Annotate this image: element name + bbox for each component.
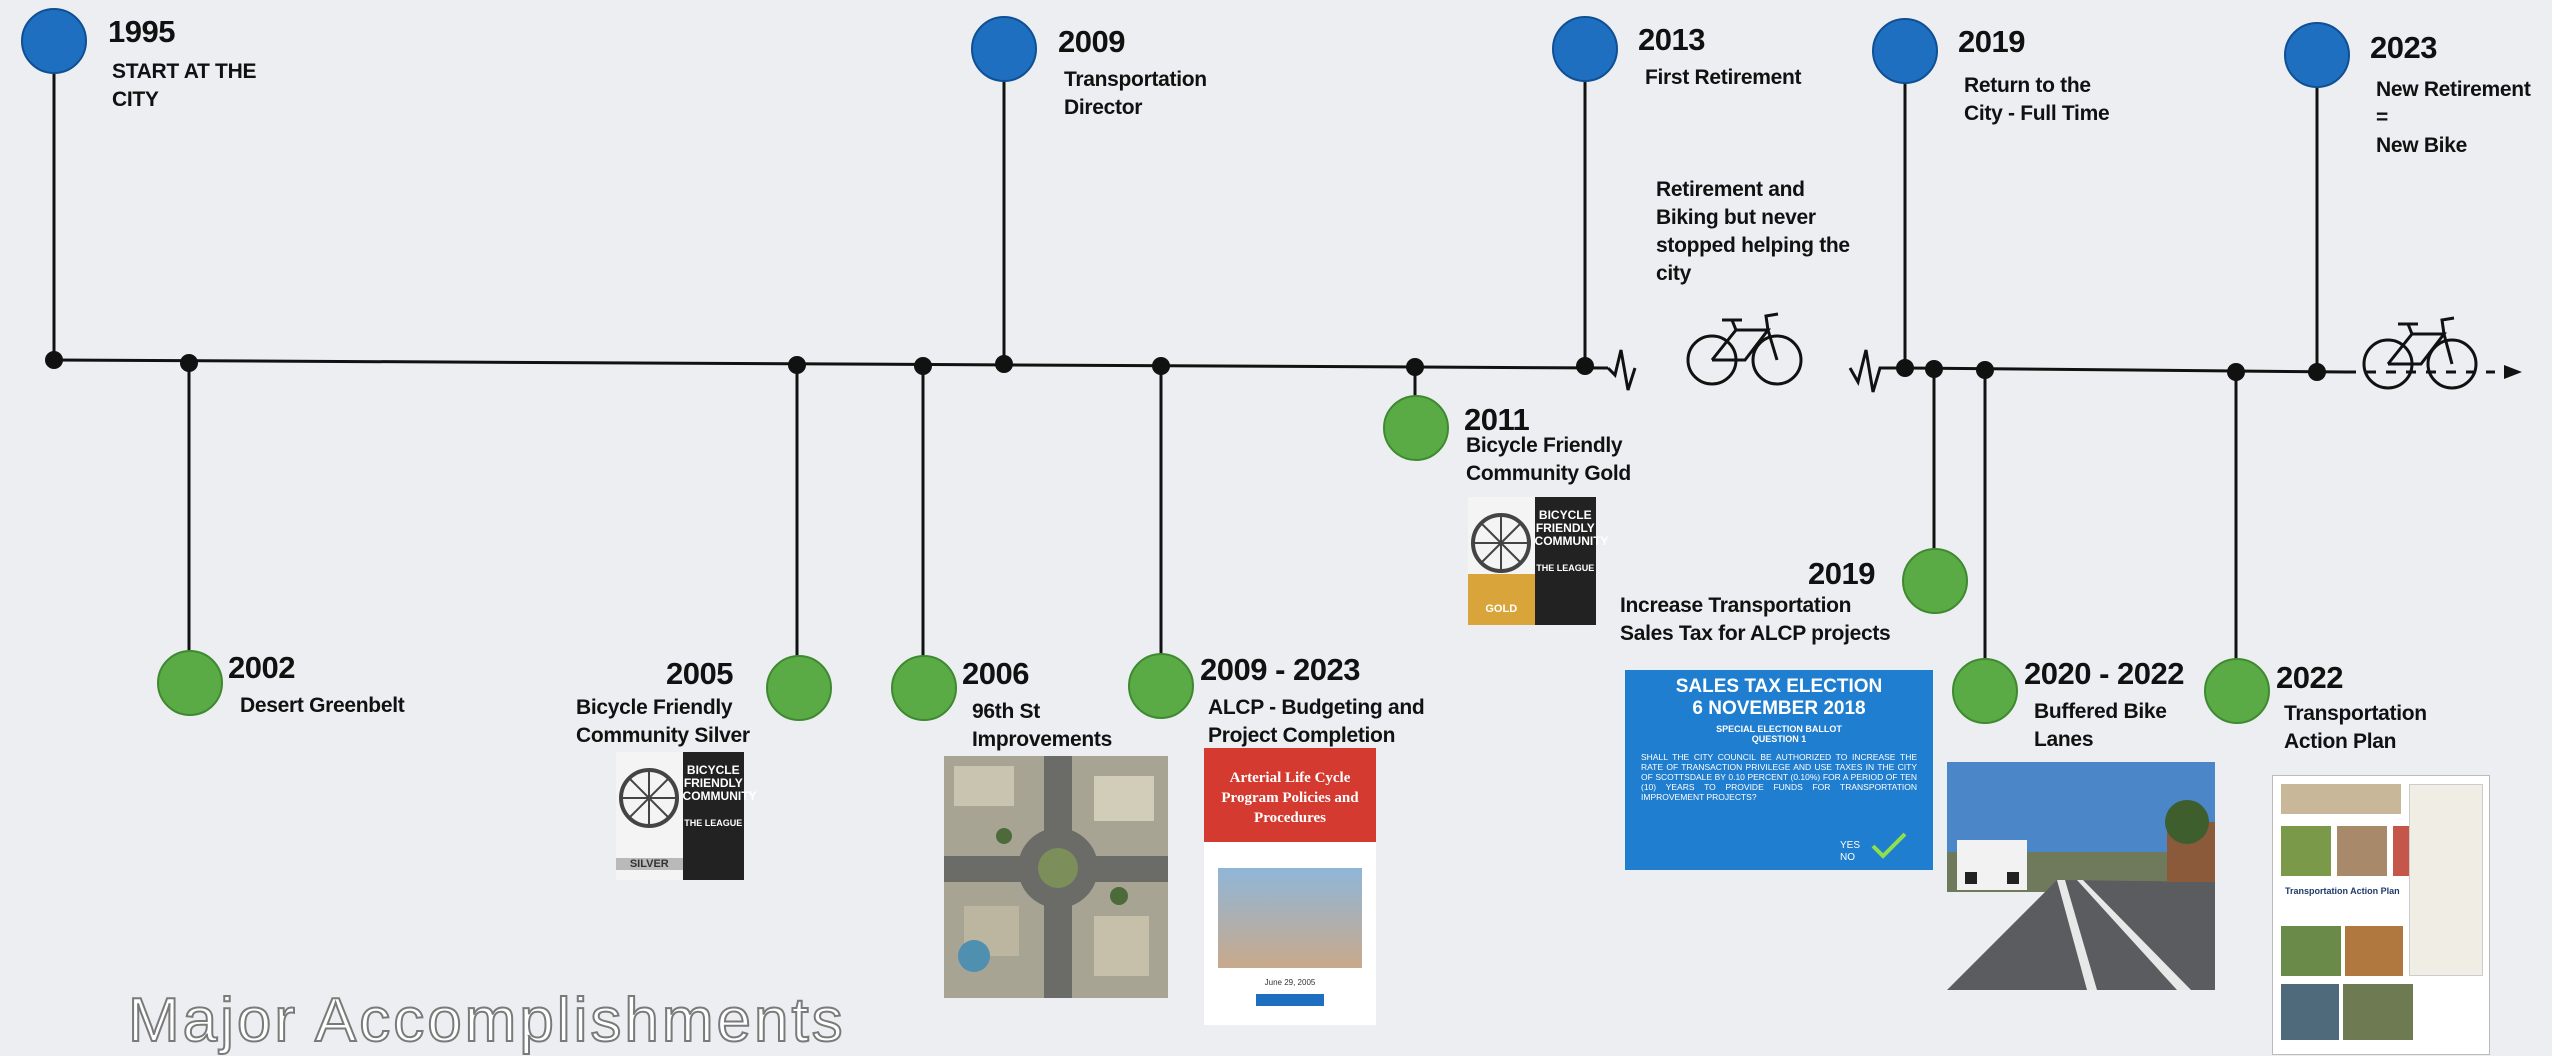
mag-logo: [1256, 994, 1324, 1006]
tap-photo: [2281, 784, 2401, 814]
timeline-break-left: [1606, 349, 1637, 391]
ballot-date: 6 NOVEMBER 2018: [1692, 698, 1866, 719]
milestone-2009-2023-text: ALCP - Budgeting and Project Completion: [1208, 696, 1425, 747]
milestone-2019-tax-dot: [1902, 548, 1968, 614]
buffered-bike-lanes-photo: [1947, 762, 2215, 990]
milestone-2013-dot: [1552, 16, 1618, 82]
bicycle-icon: [2362, 316, 2478, 390]
milestone-1995-text: START AT THE CITY: [112, 60, 257, 111]
ballot-no: NO: [1840, 852, 1855, 863]
milestone-2011-text: Bicycle Friendly Community Gold: [1466, 434, 1631, 485]
node-1995: [45, 351, 63, 369]
milestone-2009-text: Transportation Director: [1064, 68, 1207, 119]
tap-photo: [2345, 926, 2403, 976]
milestone-2019-text: Return to the City - Full Time: [1964, 74, 2110, 125]
node-2009: [995, 355, 1013, 373]
aerial-photo-96th-st: [944, 756, 1168, 998]
milestone-2009-year: 2009: [1058, 24, 1125, 59]
timeline-axis-left: [53, 358, 1609, 370]
tap-map: [2409, 784, 2483, 976]
bicycle-icon: [1686, 312, 1803, 386]
milestone-2023-text: New Retirement = New Bike: [2376, 78, 2531, 157]
ballot-question: QUESTION 1: [1751, 734, 1807, 744]
node-2005: [788, 356, 806, 374]
badge-level-silver: SILVER: [616, 858, 683, 870]
bicycle-wheel-emblem: GOLD: [1468, 497, 1535, 625]
node-2020: [1976, 361, 1994, 379]
milestone-2009-2023-dot: [1128, 653, 1194, 719]
transportation-action-plan-doc: Transportation Action Plan: [2272, 775, 2490, 1055]
tap-photo: [2343, 984, 2413, 1040]
milestone-1995-year: 1995: [108, 14, 175, 49]
node-2002: [180, 354, 198, 372]
badge-level-gold: GOLD: [1485, 603, 1518, 615]
milestone-2002-year: 2002: [228, 650, 295, 685]
milestone-2005-dot: [766, 655, 832, 721]
milestone-2013-year: 2013: [1638, 22, 1705, 57]
milestone-2022-dot: [2204, 658, 2270, 724]
ballot-body: SHALL THE CITY COUNCIL BE AUTHORIZED TO …: [1641, 752, 1917, 802]
sales-tax-ballot: SALES TAX ELECTION 6 NOVEMBER 2018 SPECI…: [1625, 670, 1933, 870]
milestone-2005-year: 2005: [666, 656, 733, 691]
alcp-report-title: Arterial Life Cycle Program Policies and…: [1204, 748, 1376, 842]
ballot-title: SALES TAX ELECTION: [1675, 676, 1883, 697]
milestone-2020-2022-text: Buffered Bike Lanes: [2034, 700, 2167, 751]
node-2009-2023: [1152, 357, 1170, 375]
alcp-report-cover: Arterial Life Cycle Program Policies and…: [1204, 748, 1376, 1025]
ballot-subtitle: SPECIAL ELECTION BALLOT: [1716, 724, 1842, 734]
page-title: Major Accomplishments: [127, 985, 846, 1056]
milestone-2019-year: 2019: [1958, 24, 2025, 59]
alcp-report-photo: [1218, 868, 1362, 968]
tap-title: Transportation Action Plan: [2285, 886, 2400, 896]
milestone-2013-text: First Retirement: [1645, 66, 1802, 89]
milestone-2002-dot: [157, 650, 223, 716]
milestone-2023-dot: [2284, 22, 2350, 88]
node-2019-bottom: [1925, 360, 1943, 378]
tap-photo: [2281, 984, 2339, 1040]
milestone-2011-year: 2011: [1464, 402, 1530, 437]
milestone-2005-text: Bicycle Friendly Community Silver: [576, 696, 750, 747]
milestone-2009-dot: [971, 16, 1037, 82]
milestone-2006-text: 96th St Improvements: [972, 700, 1112, 751]
bicycle-wheel-emblem: SILVER: [616, 752, 683, 880]
timeline-arrowhead: [2504, 365, 2522, 379]
alcp-report-date: June 29, 2005: [1264, 978, 1316, 987]
milestone-2019-tax-year: 2019: [1808, 556, 1875, 591]
tap-photo: [2281, 826, 2331, 876]
node-2023: [2308, 363, 2326, 381]
milestone-1995-dot: [21, 8, 87, 74]
ballot-yes: YES: [1840, 840, 1861, 851]
milestone-2019-tax-text: Increase Transportation Sales Tax for AL…: [1620, 594, 1891, 645]
milestone-2009-2023-year: 2009 - 2023: [1200, 652, 1360, 687]
retirement-note: Retirement and Biking but never stopped …: [1656, 178, 1850, 285]
milestone-2006-year: 2006: [962, 656, 1029, 691]
node-2011: [1406, 358, 1424, 376]
checkmark-icon: [1871, 832, 1907, 859]
milestone-2022-year: 2022: [2276, 660, 2343, 695]
tap-photo: [2281, 926, 2341, 976]
milestone-2011-dot: [1383, 395, 1449, 461]
node-2022: [2227, 363, 2245, 381]
timeline-axis-right: [1905, 366, 2347, 374]
node-2006: [914, 357, 932, 375]
milestone-2022-text: Transportation Action Plan: [2284, 702, 2427, 753]
tap-photo: [2337, 826, 2387, 876]
milestone-2020-2022-year: 2020 - 2022: [2024, 656, 2184, 691]
node-2013: [1576, 357, 1594, 375]
milestone-2006-dot: [891, 655, 957, 721]
timeline-break-right: [1848, 349, 1906, 393]
milestone-2002-text: Desert Greenbelt: [240, 694, 405, 717]
milestone-2020-2022-dot: [1952, 658, 2018, 724]
milestone-2019-dot: [1872, 18, 1938, 84]
milestone-2023-year: 2023: [2370, 30, 2437, 65]
node-2019-top: [1896, 359, 1914, 377]
